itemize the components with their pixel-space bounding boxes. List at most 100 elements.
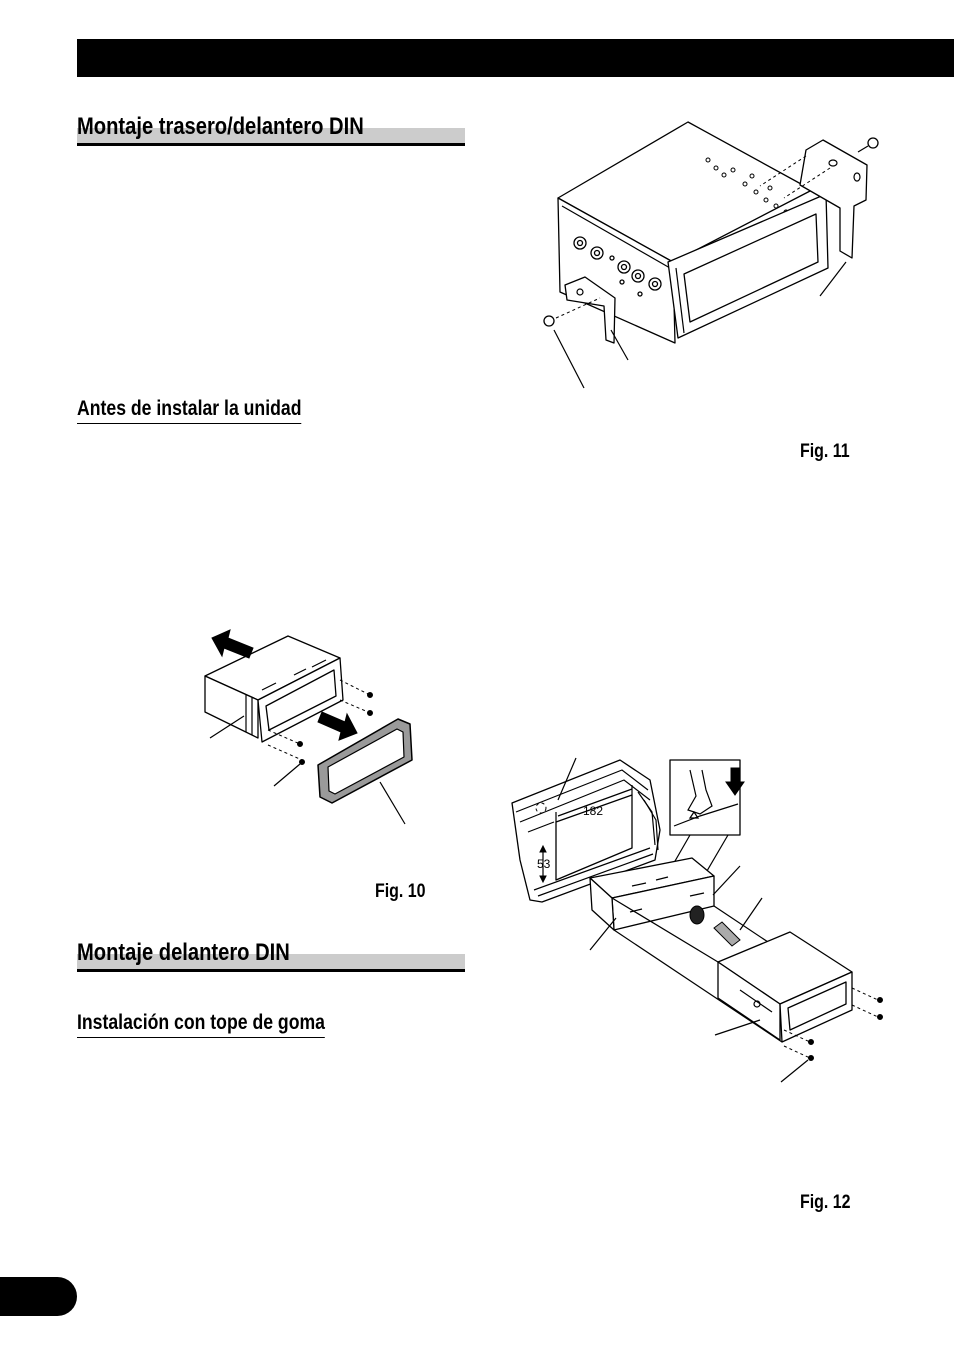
jack-core — [576, 239, 584, 247]
jack-core — [593, 249, 601, 257]
dashboard-contour — [527, 821, 555, 833]
bracket-plate — [799, 139, 868, 259]
opening — [555, 794, 633, 881]
screw — [367, 710, 373, 716]
leader-lines — [209, 715, 406, 825]
faceplate-edge — [675, 267, 685, 334]
bolt — [713, 921, 741, 947]
subheading-rubber-bush: Instalación con tope de goma — [77, 1010, 325, 1038]
vent-hole — [705, 157, 711, 163]
alignment-line — [555, 297, 601, 319]
screw-path — [783, 1029, 811, 1043]
top-marking — [261, 682, 277, 691]
jack-core — [620, 263, 628, 271]
unit-side-face — [717, 961, 781, 1041]
screws — [783, 987, 883, 1061]
dashboard-contour — [515, 769, 649, 813]
opening-width-label: 182 — [583, 804, 603, 818]
guide-line — [613, 929, 783, 1043]
small-jack — [619, 279, 625, 285]
side-line — [739, 989, 773, 1013]
faceplate-inner — [787, 981, 847, 1031]
screw — [877, 1014, 883, 1020]
header-bar — [77, 39, 954, 77]
leader-line — [712, 865, 741, 896]
dashboard-mark — [535, 802, 547, 814]
screw — [299, 759, 305, 765]
dashboard-contour — [533, 847, 651, 891]
leader-lines — [553, 261, 847, 389]
leader-line — [273, 763, 301, 787]
top-marking — [311, 659, 327, 668]
heading-band — [77, 954, 465, 969]
left-bracket — [543, 276, 616, 344]
arrow-down-right-icon — [317, 711, 358, 741]
screw-path — [851, 1004, 879, 1018]
screw — [367, 692, 373, 698]
arrow-up-left-icon — [211, 629, 254, 659]
head-unit — [717, 931, 853, 1043]
small-jack — [609, 255, 615, 261]
sleeve-tab-mark — [631, 882, 647, 887]
height-arrow-bottom — [539, 875, 547, 884]
dashboard-opening: 182 53 — [537, 785, 633, 884]
faceplate — [667, 193, 829, 339]
section-title: Montaje delantero DIN — [77, 939, 290, 966]
detail-inset — [647, 759, 745, 909]
opening-height-label: 53 — [537, 857, 551, 871]
bracket-hole — [853, 172, 861, 182]
rubber-bush-body — [689, 905, 705, 925]
screw — [808, 1055, 814, 1061]
vent-hole — [753, 189, 759, 195]
jack-core — [634, 272, 642, 280]
dashboard-contour — [643, 799, 659, 851]
top-vent-holes — [705, 157, 789, 215]
guide-line — [611, 897, 719, 963]
section-heading-front-din: Montaje delantero DIN — [77, 938, 465, 972]
fig12-caption: Fig. 12 — [800, 1192, 851, 1213]
leader-lines — [557, 757, 809, 1083]
faceplate-inner — [265, 669, 337, 731]
screw-path — [267, 744, 303, 761]
vent-hole — [721, 172, 727, 178]
section-heading-rear-front-din: Montaje trasero/delantero DIN — [77, 112, 465, 146]
fig11-caption: Fig. 11 — [800, 441, 850, 462]
fig10-illustration — [204, 629, 413, 825]
trim-ring-inner — [327, 728, 405, 795]
leader-line — [739, 897, 763, 931]
section-title: Montaje trasero/delantero DIN — [77, 113, 364, 140]
dashboard-contour — [637, 791, 656, 846]
vent-hole — [749, 173, 755, 179]
leader-line — [379, 781, 406, 825]
sleeve-tab-mark — [629, 908, 643, 913]
height-arrow-top — [539, 844, 547, 853]
screw — [297, 741, 303, 747]
rubber-bush — [689, 905, 741, 947]
vent-hole — [730, 167, 736, 173]
leader-line — [780, 1059, 809, 1083]
vent-hole — [763, 197, 769, 203]
tab-bending-tool — [687, 769, 713, 815]
faceplate — [257, 657, 344, 743]
screw-path — [783, 1045, 811, 1059]
leader-line — [553, 329, 585, 389]
screws — [267, 679, 373, 765]
leader-line — [209, 715, 245, 739]
screw-path — [339, 699, 369, 713]
screw — [808, 1039, 814, 1045]
faceplate-inner — [683, 213, 819, 323]
arrow-down-icon — [725, 767, 745, 796]
leader-line — [714, 1019, 761, 1036]
leader-line — [610, 329, 629, 361]
width-dimension-line — [557, 788, 633, 817]
dashboard-contour — [519, 779, 651, 823]
jack-core — [651, 280, 659, 288]
screw-head — [867, 137, 879, 149]
leader-line — [819, 261, 847, 297]
screw-shaft — [857, 145, 869, 153]
small-jack — [637, 291, 643, 297]
unit-side-face — [204, 675, 259, 739]
page-number-tab — [0, 1277, 77, 1316]
rear-jacks — [573, 236, 662, 297]
right-bracket — [759, 137, 879, 259]
